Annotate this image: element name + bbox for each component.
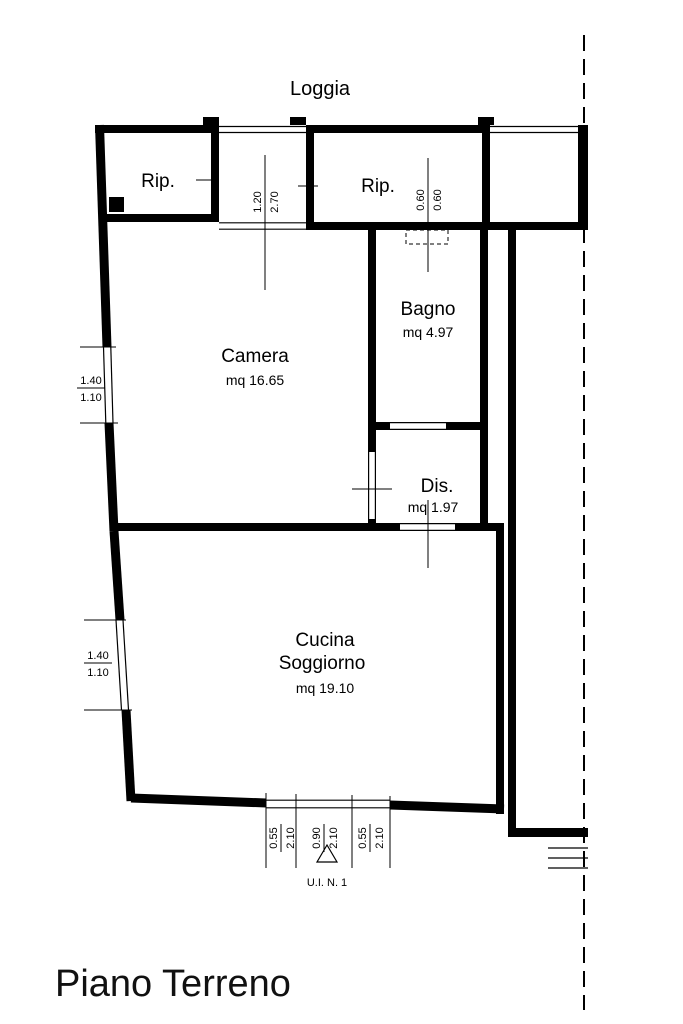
walls-interior	[103, 125, 588, 837]
dim-bagno-window: 0.60 0.60	[415, 189, 444, 210]
dim-left-window-upper-height: 1.10	[80, 392, 101, 404]
room-label-dis: Dis.	[421, 476, 454, 497]
dim-left-window-upper: 1.40 1.10	[80, 375, 101, 404]
dim-entry-right-height: 2.10	[374, 827, 386, 848]
dim-entry-center: 0.90 2.10	[311, 824, 340, 852]
room-area-dis: mq 1.97	[408, 499, 459, 515]
walls-exterior	[95, 117, 588, 230]
dim-entry-left-width: 0.55	[268, 827, 280, 848]
openings	[80, 125, 588, 869]
room-label-camera: Camera	[221, 346, 289, 367]
room-label-rip2: Rip.	[361, 176, 395, 197]
uin-label: U.I. N. 1	[307, 877, 347, 889]
dim-loggia-door-height: 2.70	[269, 191, 281, 212]
dim-left-window-lower-width: 1.40	[87, 650, 108, 662]
room-label-rip1: Rip.	[141, 171, 175, 192]
bagno-vent-window	[405, 229, 449, 245]
dim-left-window-upper-width: 1.40	[80, 375, 101, 387]
dim-left-window-lower-height: 1.10	[87, 667, 108, 679]
dim-entry-left: 0.55 2.10	[268, 824, 297, 852]
dim-entry-left-height: 2.10	[285, 827, 297, 848]
dim-bagno-window-width: 0.60	[415, 189, 427, 210]
room-area-bagno: mq 4.97	[403, 324, 454, 340]
room-area-cucina: mq 19.10	[296, 680, 355, 696]
dimension-lines	[77, 155, 429, 868]
dim-entry-center-height: 2.10	[328, 827, 340, 848]
entrance-triangle-icon	[315, 843, 339, 863]
plan-title: Piano Terreno	[55, 963, 291, 1005]
dim-loggia-door: 1.20 2.70	[252, 191, 281, 212]
dim-entry-right: 0.55 2.10	[357, 824, 386, 852]
room-label-cucina: Cucina	[295, 630, 355, 651]
dim-loggia-door-width: 1.20	[252, 191, 264, 212]
left-wall	[95, 124, 505, 814]
room-label-bagno: Bagno	[401, 299, 456, 320]
dim-left-window-lower: 1.40 1.10	[87, 650, 108, 679]
dim-entry-right-width: 0.55	[357, 827, 369, 848]
room-label-soggiorno: Soggiorno	[279, 653, 366, 674]
dim-bagno-window-height: 0.60	[432, 189, 444, 210]
dim-entry-center-width: 0.90	[311, 827, 323, 848]
loggia-label: Loggia	[290, 78, 351, 100]
room-area-camera: mq 16.65	[226, 372, 285, 388]
